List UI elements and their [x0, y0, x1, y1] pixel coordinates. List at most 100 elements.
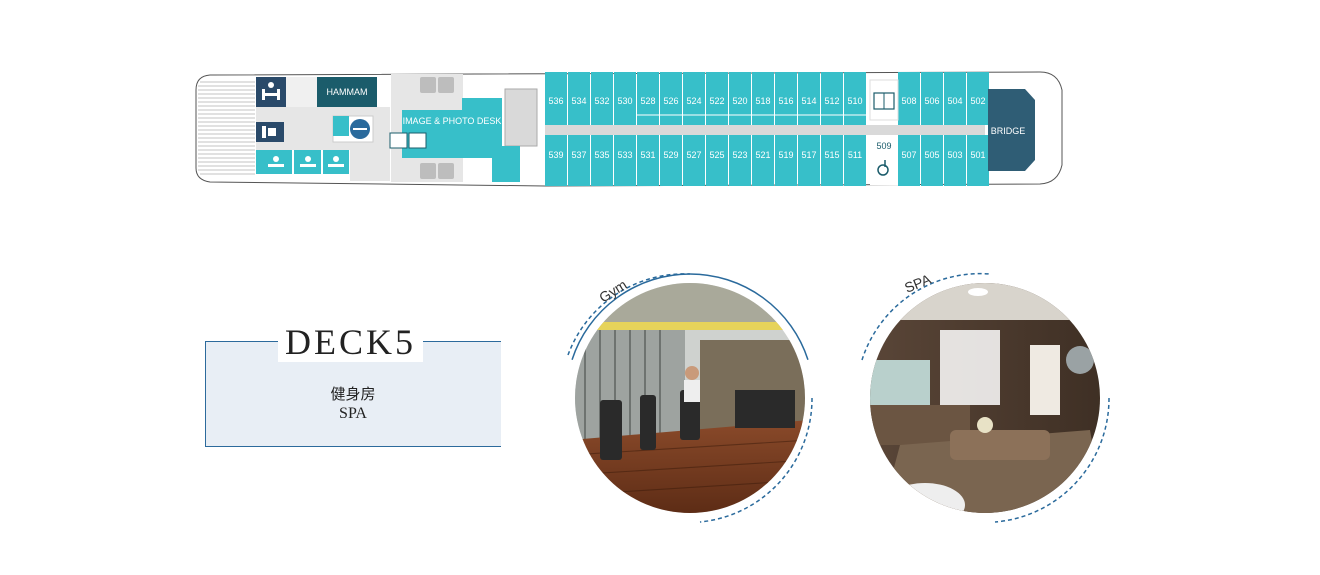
cabin	[898, 72, 920, 125]
gym-photo	[565, 273, 815, 523]
cabin-number: 514	[801, 96, 816, 106]
cabin-number: 527	[686, 150, 701, 160]
cabin-number: 528	[640, 96, 655, 106]
bridge	[988, 89, 1035, 171]
cabin-number: 526	[663, 96, 678, 106]
spa-photo	[870, 283, 1100, 513]
bridge-label: BRIDGE	[991, 126, 1026, 136]
cabin-number: 515	[824, 150, 839, 160]
cabin-number: 507	[901, 150, 916, 160]
cabin	[660, 135, 682, 186]
accessible-cabin	[870, 137, 898, 185]
cabin-number: 502	[970, 96, 985, 106]
cabin	[591, 135, 613, 186]
spa-shower-icon	[350, 119, 370, 139]
cabin-number: 521	[755, 150, 770, 160]
cabin-number: 517	[801, 150, 816, 160]
deck-title: DECK5	[278, 322, 423, 362]
cabin	[729, 72, 751, 125]
cabin	[568, 72, 590, 125]
cabin-number: 504	[947, 96, 962, 106]
cabin	[752, 135, 774, 186]
cabin-number: 518	[755, 96, 770, 106]
facility-gym: 健身房	[330, 385, 376, 403]
cabin-number: 529	[663, 150, 678, 160]
cabin-number: 512	[824, 96, 839, 106]
gym-icon	[262, 82, 280, 100]
spa-arc-lower	[994, 397, 1110, 523]
cabin-number: 530	[617, 96, 632, 106]
cabin-number: 524	[686, 96, 701, 106]
cabin	[944, 72, 966, 125]
cabin	[706, 72, 728, 125]
cabin	[614, 72, 636, 125]
massage-station	[333, 116, 349, 136]
cabin-number: 516	[778, 96, 793, 106]
cabin	[921, 72, 943, 125]
hammam-label: HAMMAM	[327, 87, 368, 97]
cabin	[568, 135, 590, 186]
cabin-number: 519	[778, 150, 793, 160]
service-block	[504, 88, 538, 147]
cabin	[752, 72, 774, 125]
cabin-number: 511	[848, 150, 862, 160]
cabin-corridor	[545, 125, 985, 135]
elevator-icon	[389, 132, 427, 149]
massage-icon	[268, 156, 344, 167]
cabin	[798, 135, 820, 186]
teal-connector	[492, 146, 520, 182]
cabin	[967, 135, 989, 186]
cabin-number: 520	[732, 96, 747, 106]
cabin	[967, 72, 989, 125]
cabin-number: 535	[594, 150, 609, 160]
cabin-number: 506	[924, 96, 939, 106]
cabin	[591, 72, 613, 125]
cabin	[798, 72, 820, 125]
cabin	[921, 135, 943, 186]
stairwell	[350, 145, 390, 181]
cabin	[683, 135, 705, 186]
cabin	[944, 135, 966, 186]
gym-arc-upper	[567, 273, 691, 356]
chair-icon	[420, 77, 454, 179]
cabin	[775, 135, 797, 186]
cabin-number: 534	[571, 96, 586, 106]
cabin	[844, 135, 866, 186]
cabin-number: 501	[970, 150, 985, 160]
cabin-number: 525	[709, 150, 724, 160]
accessible-cabin-number: 509	[876, 141, 891, 151]
cabin-number: 508	[901, 96, 916, 106]
cabin	[683, 72, 705, 125]
cabin	[821, 135, 843, 186]
cabin	[898, 135, 920, 186]
cabin	[637, 135, 659, 186]
cabin-number: 523	[732, 150, 747, 160]
cabin-number: 505	[924, 150, 939, 160]
stern-decking	[198, 81, 255, 175]
spa-arc-upper	[861, 272, 991, 361]
cabin	[660, 72, 682, 125]
hammam-room	[317, 77, 377, 107]
cabin-number: 522	[709, 96, 724, 106]
accessible-icon	[877, 160, 889, 176]
cabin-number: 539	[548, 150, 563, 160]
cabin-number: 537	[571, 150, 586, 160]
cabin	[545, 135, 567, 186]
cabin	[729, 135, 751, 186]
cabin	[821, 72, 843, 125]
spa-caption: SPA	[902, 271, 934, 296]
cabin-number: 533	[617, 150, 632, 160]
cabin-number: 503	[947, 150, 962, 160]
elevator-icon	[873, 92, 895, 110]
image-desk-label: IMAGE & PHOTO DESK	[403, 116, 502, 126]
cabin	[614, 135, 636, 186]
cabin	[706, 135, 728, 186]
cabin	[545, 72, 567, 125]
cabin	[844, 72, 866, 125]
cabin-number: 536	[548, 96, 563, 106]
cabin	[775, 72, 797, 125]
